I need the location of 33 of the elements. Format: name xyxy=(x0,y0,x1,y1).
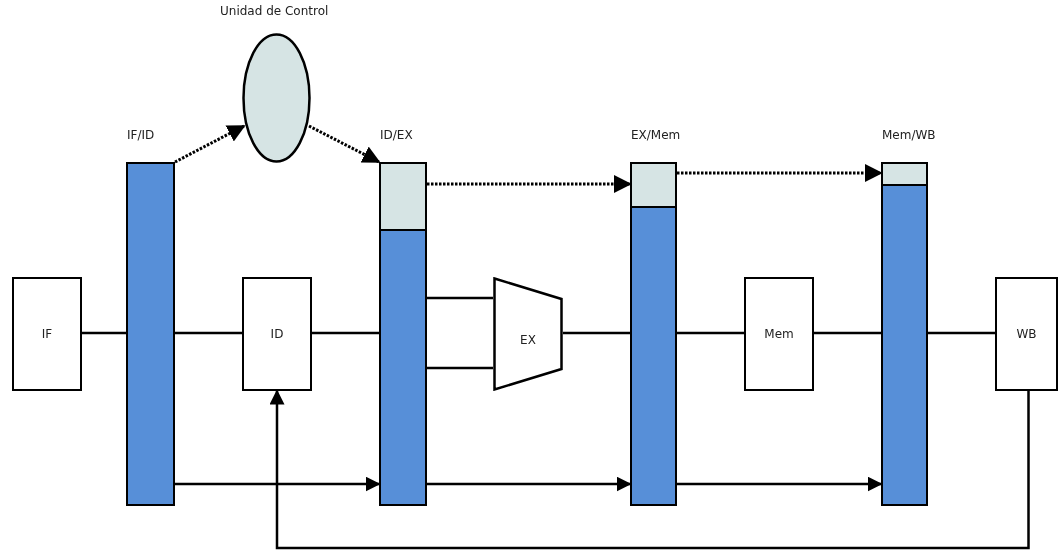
stage-label: WB xyxy=(1016,327,1037,341)
arrow xyxy=(174,124,246,164)
control-field-box xyxy=(880,161,928,186)
stage-label: ID xyxy=(270,327,284,341)
arrow xyxy=(175,476,381,492)
arrow xyxy=(427,476,632,492)
stage-label: EX xyxy=(520,333,536,347)
register-label: Mem/WB xyxy=(882,128,936,142)
connector-line xyxy=(677,331,744,335)
stage-box xyxy=(242,277,312,391)
register-label: ID/EX xyxy=(380,128,413,142)
connector-line xyxy=(563,331,630,335)
connector-line xyxy=(312,331,379,335)
stage-box xyxy=(995,277,1058,391)
stage-box xyxy=(12,277,82,391)
register-label: EX/Mem xyxy=(631,128,681,142)
alu-trapezoid xyxy=(493,277,563,391)
connector-line xyxy=(928,331,995,335)
connector-line xyxy=(427,366,493,370)
control-field-box xyxy=(629,161,677,208)
stage-box xyxy=(744,277,814,391)
register-label: IF/ID xyxy=(127,128,155,142)
connector-line xyxy=(82,331,126,335)
connector-line xyxy=(814,331,881,335)
arrow xyxy=(269,389,1030,550)
arrow xyxy=(677,476,883,492)
connector-line xyxy=(175,331,242,335)
connector-line xyxy=(427,296,493,300)
stage-label: Mem xyxy=(764,327,794,341)
control-unit-label: Unidad de Control xyxy=(220,4,329,18)
arrow xyxy=(308,124,381,164)
control-field-box xyxy=(378,161,427,231)
stage-label: IF xyxy=(41,327,53,341)
